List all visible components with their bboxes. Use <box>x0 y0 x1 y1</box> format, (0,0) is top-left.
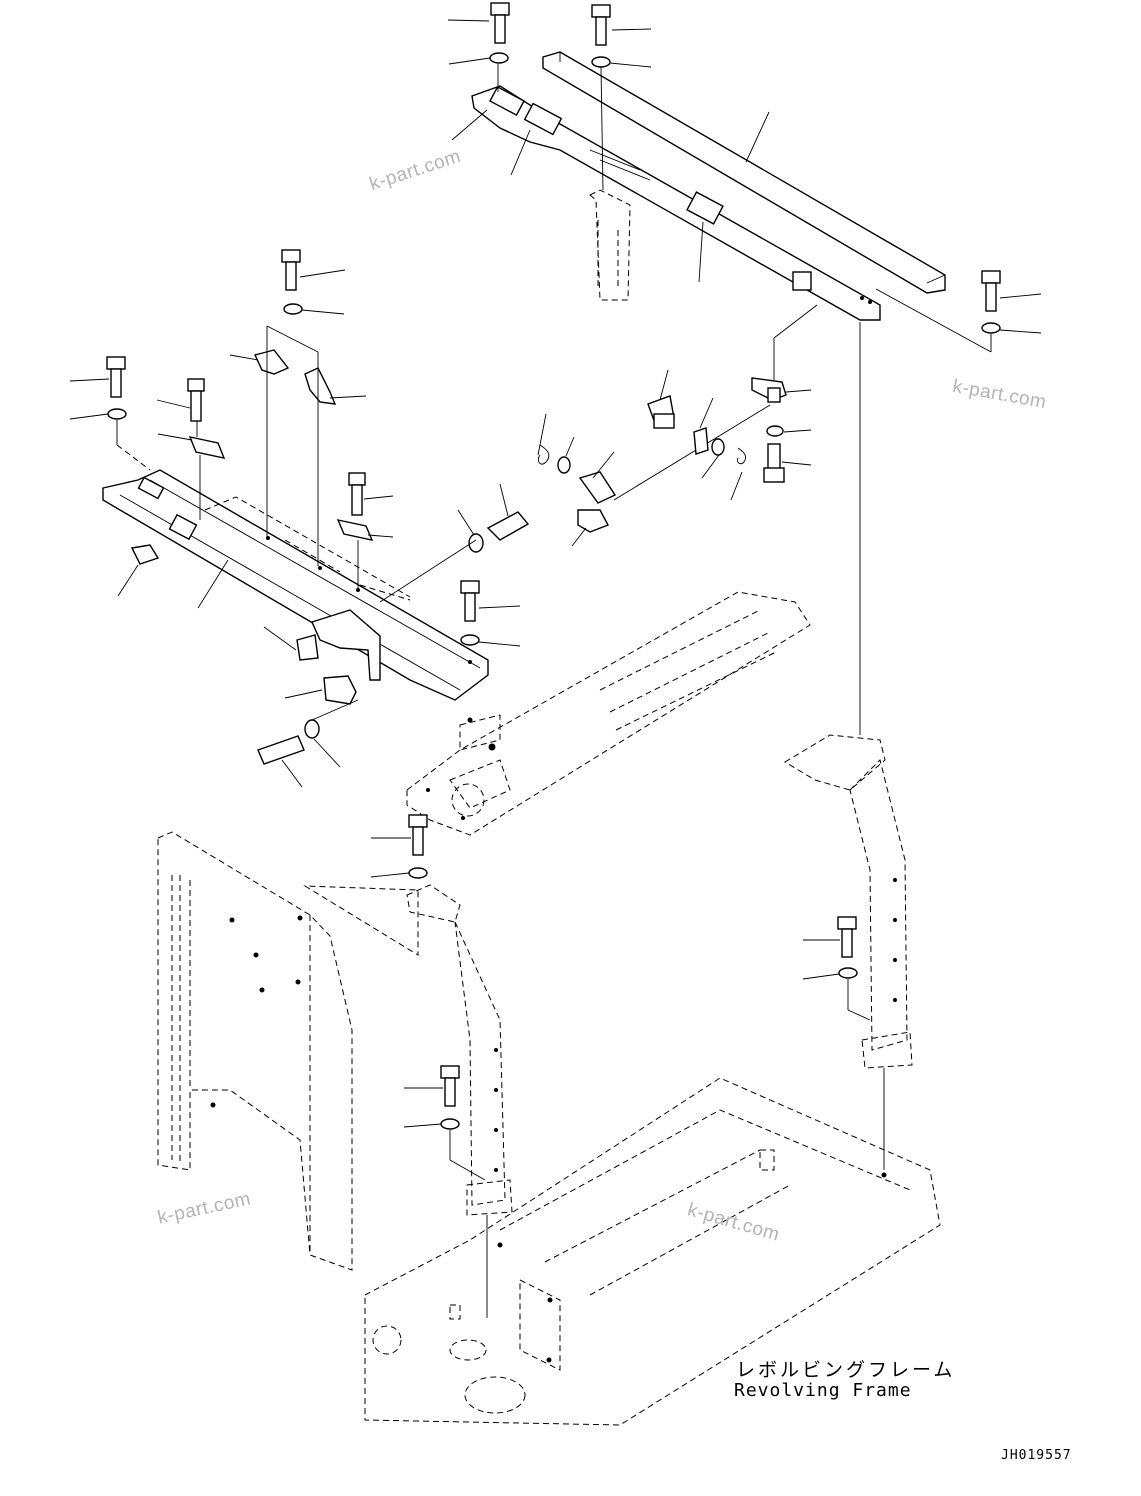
left-post <box>370 814 513 1318</box>
washer-icon <box>875 288 1042 353</box>
right-post <box>784 322 913 1170</box>
bolt-icon <box>591 4 652 46</box>
caption-japanese: レボルビングフレーム <box>736 1359 956 1381</box>
bolt-icon <box>981 270 1042 312</box>
washer-icon <box>448 52 509 65</box>
caption-english: Revolving Frame <box>734 1380 912 1401</box>
left-beam-assembly <box>69 249 530 788</box>
drawing-code: JH019557 <box>1001 1448 1072 1463</box>
top-beam-assembly <box>447 2 946 321</box>
floor-plate-dashed <box>406 591 811 836</box>
washer-icon <box>591 56 652 191</box>
pin-link-group <box>537 304 818 547</box>
cab-side-panel-dashed <box>157 831 419 1271</box>
revolving-frame-dashed <box>364 1077 941 1426</box>
bolt-icon <box>447 2 510 44</box>
